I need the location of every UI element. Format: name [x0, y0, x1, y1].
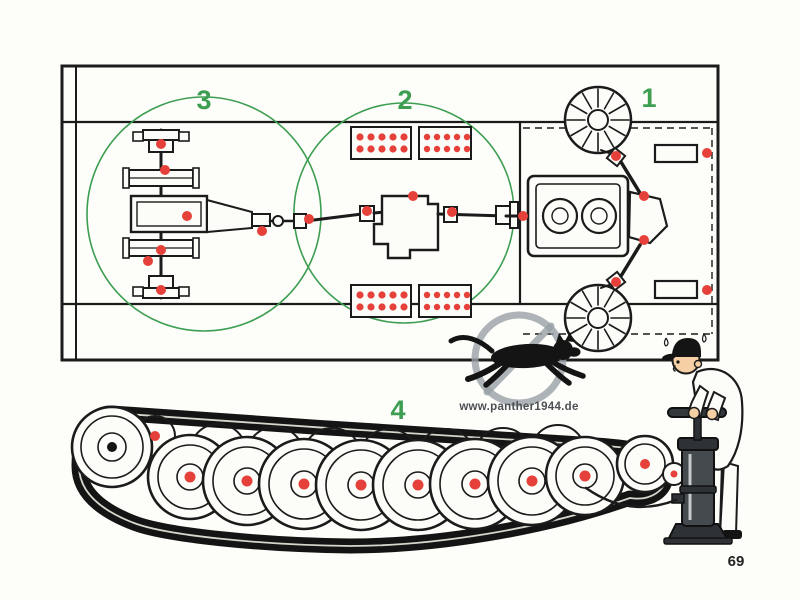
lube-points-zone3: [143, 139, 267, 295]
mechanic-eye: [676, 360, 680, 364]
mechanic-cap: [672, 338, 701, 357]
lube-points-zone2: [304, 191, 457, 224]
panther-logo-icon: [448, 332, 586, 388]
sweat-drop: [663, 337, 669, 347]
grille-box-bottom-left: [350, 284, 412, 318]
zone1-label: 1: [641, 83, 656, 113]
gearbox-driveline: [304, 194, 519, 260]
watermark-url: www.panther1944.de: [458, 401, 578, 413]
zone2-label: 2: [397, 85, 412, 115]
sweat-drop: [701, 333, 707, 343]
cooling-fan-bottom: [563, 283, 633, 353]
zone3-label: 3: [196, 85, 211, 115]
road-wheels: [146, 433, 626, 532]
wheel-lube-points: [150, 431, 678, 491]
grille-box-bottom-right: [418, 284, 472, 318]
engine-and-fans: [504, 85, 699, 353]
grille-box-top-right: [418, 126, 472, 160]
steering-unit: [122, 128, 307, 300]
zone3-circle: [86, 96, 322, 332]
gearbox-housing: [372, 194, 440, 260]
sponson-tank-bottom: [653, 279, 699, 300]
fan-drive-housing: [627, 190, 669, 245]
cooling-fan-top: [563, 85, 633, 155]
grille-dots: [423, 133, 471, 153]
drive-sprocket: [615, 434, 686, 494]
page-number: 69: [728, 553, 745, 570]
running-gear: [70, 405, 686, 554]
pump-spout: [671, 493, 685, 504]
mechanic-arms: [687, 384, 727, 422]
lube-points-zone1: [518, 148, 712, 295]
zone4-label: 4: [390, 395, 405, 425]
grease-hose: [584, 486, 678, 509]
watermark: www.panther1944.de: [448, 311, 586, 413]
idler-wheel: [70, 405, 154, 489]
sponson-tank-top: [653, 143, 699, 164]
mechanic-hand: [705, 407, 719, 421]
grille-box-top-left: [350, 126, 412, 160]
grille-dots: [356, 291, 408, 311]
grille-dots: [423, 291, 471, 311]
mechanic-hand: [687, 406, 701, 420]
grille-dots: [356, 133, 408, 153]
pump-plunger-rod: [693, 415, 702, 441]
